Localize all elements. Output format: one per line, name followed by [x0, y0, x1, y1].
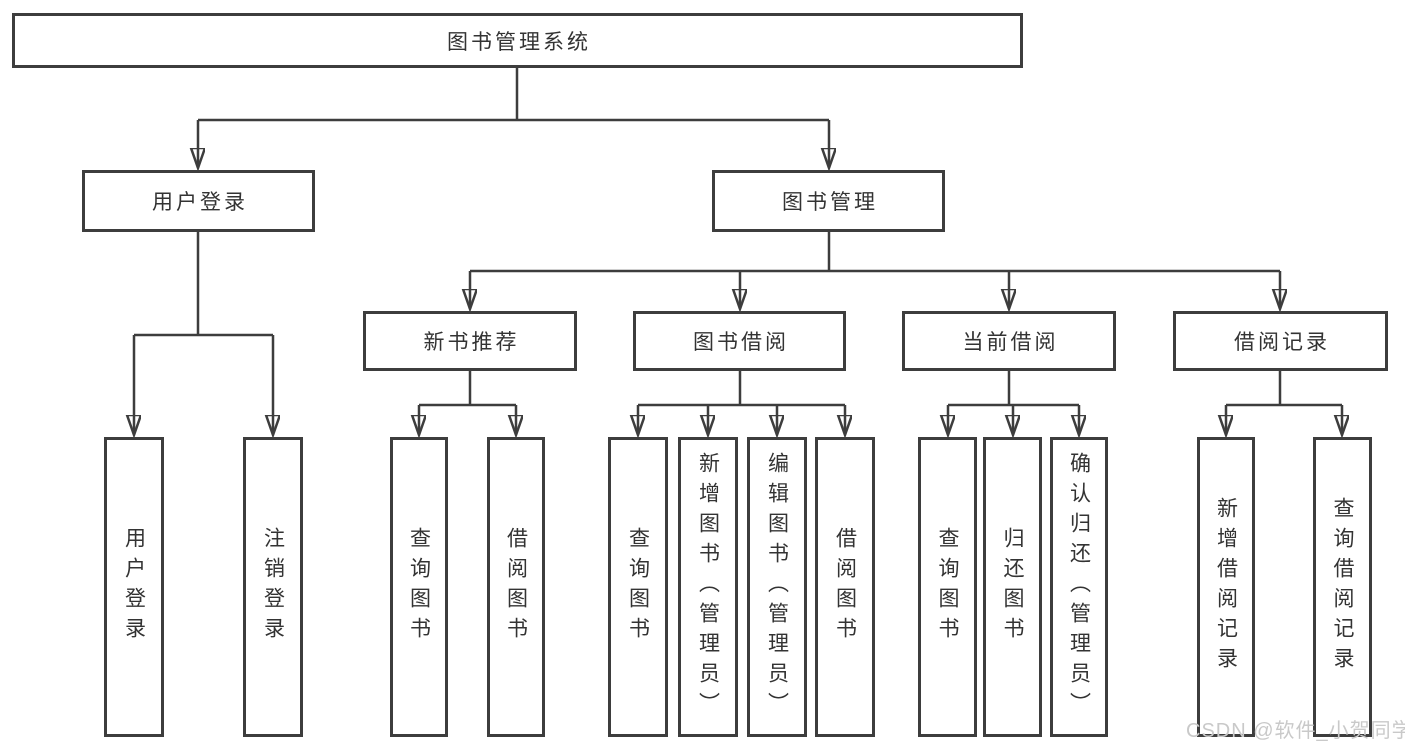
- leaf-label: 查询图书: [936, 527, 959, 647]
- leaf-label: 借阅图书: [833, 527, 857, 647]
- leaf-label: 注销登录: [261, 527, 285, 647]
- leaf-label: 查询图书: [626, 527, 650, 647]
- leaf-logout: 注销登录: [243, 437, 303, 737]
- node-current-borrow: 当前借阅: [902, 311, 1116, 371]
- leaf-borrow-books-recommend: 借阅图书: [487, 437, 545, 737]
- leaf-return-books: 归还图书: [983, 437, 1042, 737]
- leaf-user-login: 用户登录: [104, 437, 164, 737]
- leaf-confirm-return-admin: 确认归还（管理员）: [1050, 437, 1108, 737]
- leaf-query-books-borrow: 查询图书: [608, 437, 668, 737]
- leaf-label: 新增借阅记录: [1214, 497, 1238, 677]
- leaf-add-borrow-record: 新增借阅记录: [1197, 437, 1255, 737]
- leaf-label: 归还图书: [1001, 527, 1024, 647]
- leaf-query-books-recommend: 查询图书: [390, 437, 448, 737]
- node-book-management: 图书管理: [712, 170, 945, 232]
- leaf-query-books-current: 查询图书: [918, 437, 977, 737]
- leaf-label: 借阅图书: [504, 527, 528, 647]
- csdn-watermark: CSDN @软件_小贺同学: [1186, 720, 1405, 742]
- leaf-borrow-books: 借阅图书: [815, 437, 875, 737]
- node-book-borrow: 图书借阅: [633, 311, 846, 371]
- leaf-label: 新增图书（管理员）: [696, 452, 720, 722]
- leaf-add-books-admin: 新增图书（管理员）: [678, 437, 738, 737]
- node-new-book-recommend: 新书推荐: [363, 311, 577, 371]
- leaf-query-borrow-record: 查询借阅记录: [1313, 437, 1372, 737]
- leaf-label: 用户登录: [122, 527, 146, 647]
- leaf-label: 编辑图书（管理员）: [765, 452, 789, 722]
- node-user-login: 用户登录: [82, 170, 315, 232]
- node-library-management-system: 图书管理系统: [12, 13, 1023, 68]
- leaf-label: 查询图书: [407, 527, 431, 647]
- leaf-label: 查询借阅记录: [1331, 497, 1354, 677]
- leaf-label: 确认归还（管理员）: [1067, 452, 1091, 722]
- leaf-edit-books-admin: 编辑图书（管理员）: [747, 437, 807, 737]
- node-borrow-records: 借阅记录: [1173, 311, 1388, 371]
